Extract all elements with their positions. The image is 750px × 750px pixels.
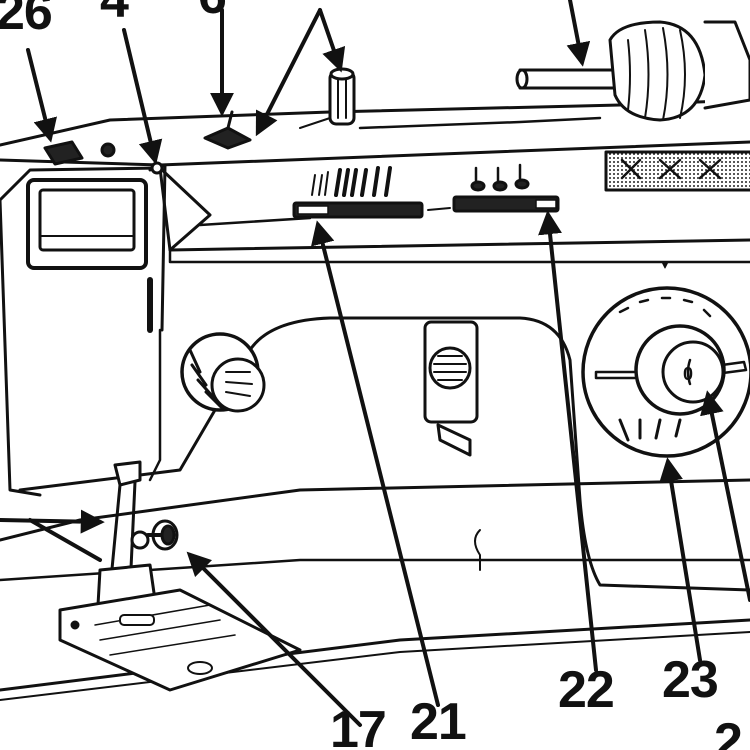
leader-6-left — [255, 8, 322, 137]
leader-lines — [0, 0, 750, 727]
leader-22 — [538, 210, 598, 672]
leader-left-lower — [28, 518, 102, 562]
leader-2x — [700, 390, 750, 602]
callout-2-partial: 2 — [714, 713, 743, 750]
motor-vent — [423, 320, 479, 457]
leader-23 — [659, 457, 702, 662]
callout-17: 17 — [330, 701, 387, 750]
bobbin-winder-tab — [43, 140, 116, 166]
callout-4: 4 — [100, 0, 129, 29]
callout-23: 23 — [662, 651, 719, 709]
presser-foot-assembly — [96, 460, 179, 607]
face-plate-edge — [158, 166, 212, 252]
callout-21: 21 — [410, 693, 467, 750]
stitch-length-marks — [311, 166, 392, 197]
leader-17 — [186, 551, 362, 727]
leader-21 — [311, 220, 440, 707]
needle-plate — [58, 588, 302, 692]
leader-4 — [122, 28, 163, 165]
callout-22: 22 — [558, 661, 615, 719]
needle-position-slider — [452, 195, 560, 213]
pattern-selector-dial — [581, 261, 750, 458]
leader-spool — [566, 0, 591, 67]
tension-dial — [180, 332, 266, 413]
thread-guide-post — [328, 67, 356, 126]
leader-left-upper — [0, 509, 105, 534]
leader-6-right — [318, 8, 346, 73]
thread-path — [148, 328, 162, 482]
top-slot — [358, 116, 602, 130]
take-up-lever — [147, 161, 167, 333]
stitch-length-slider — [292, 201, 451, 219]
spool-assembly — [515, 20, 750, 122]
leader-26 — [26, 48, 57, 143]
pattern-indicator — [604, 150, 750, 192]
needle-position-marks — [470, 163, 530, 192]
callout-6: 6 — [198, 0, 227, 22]
callout-26: 26 — [0, 0, 53, 41]
head-window — [26, 178, 148, 270]
dial-digit: 0 — [683, 364, 693, 384]
